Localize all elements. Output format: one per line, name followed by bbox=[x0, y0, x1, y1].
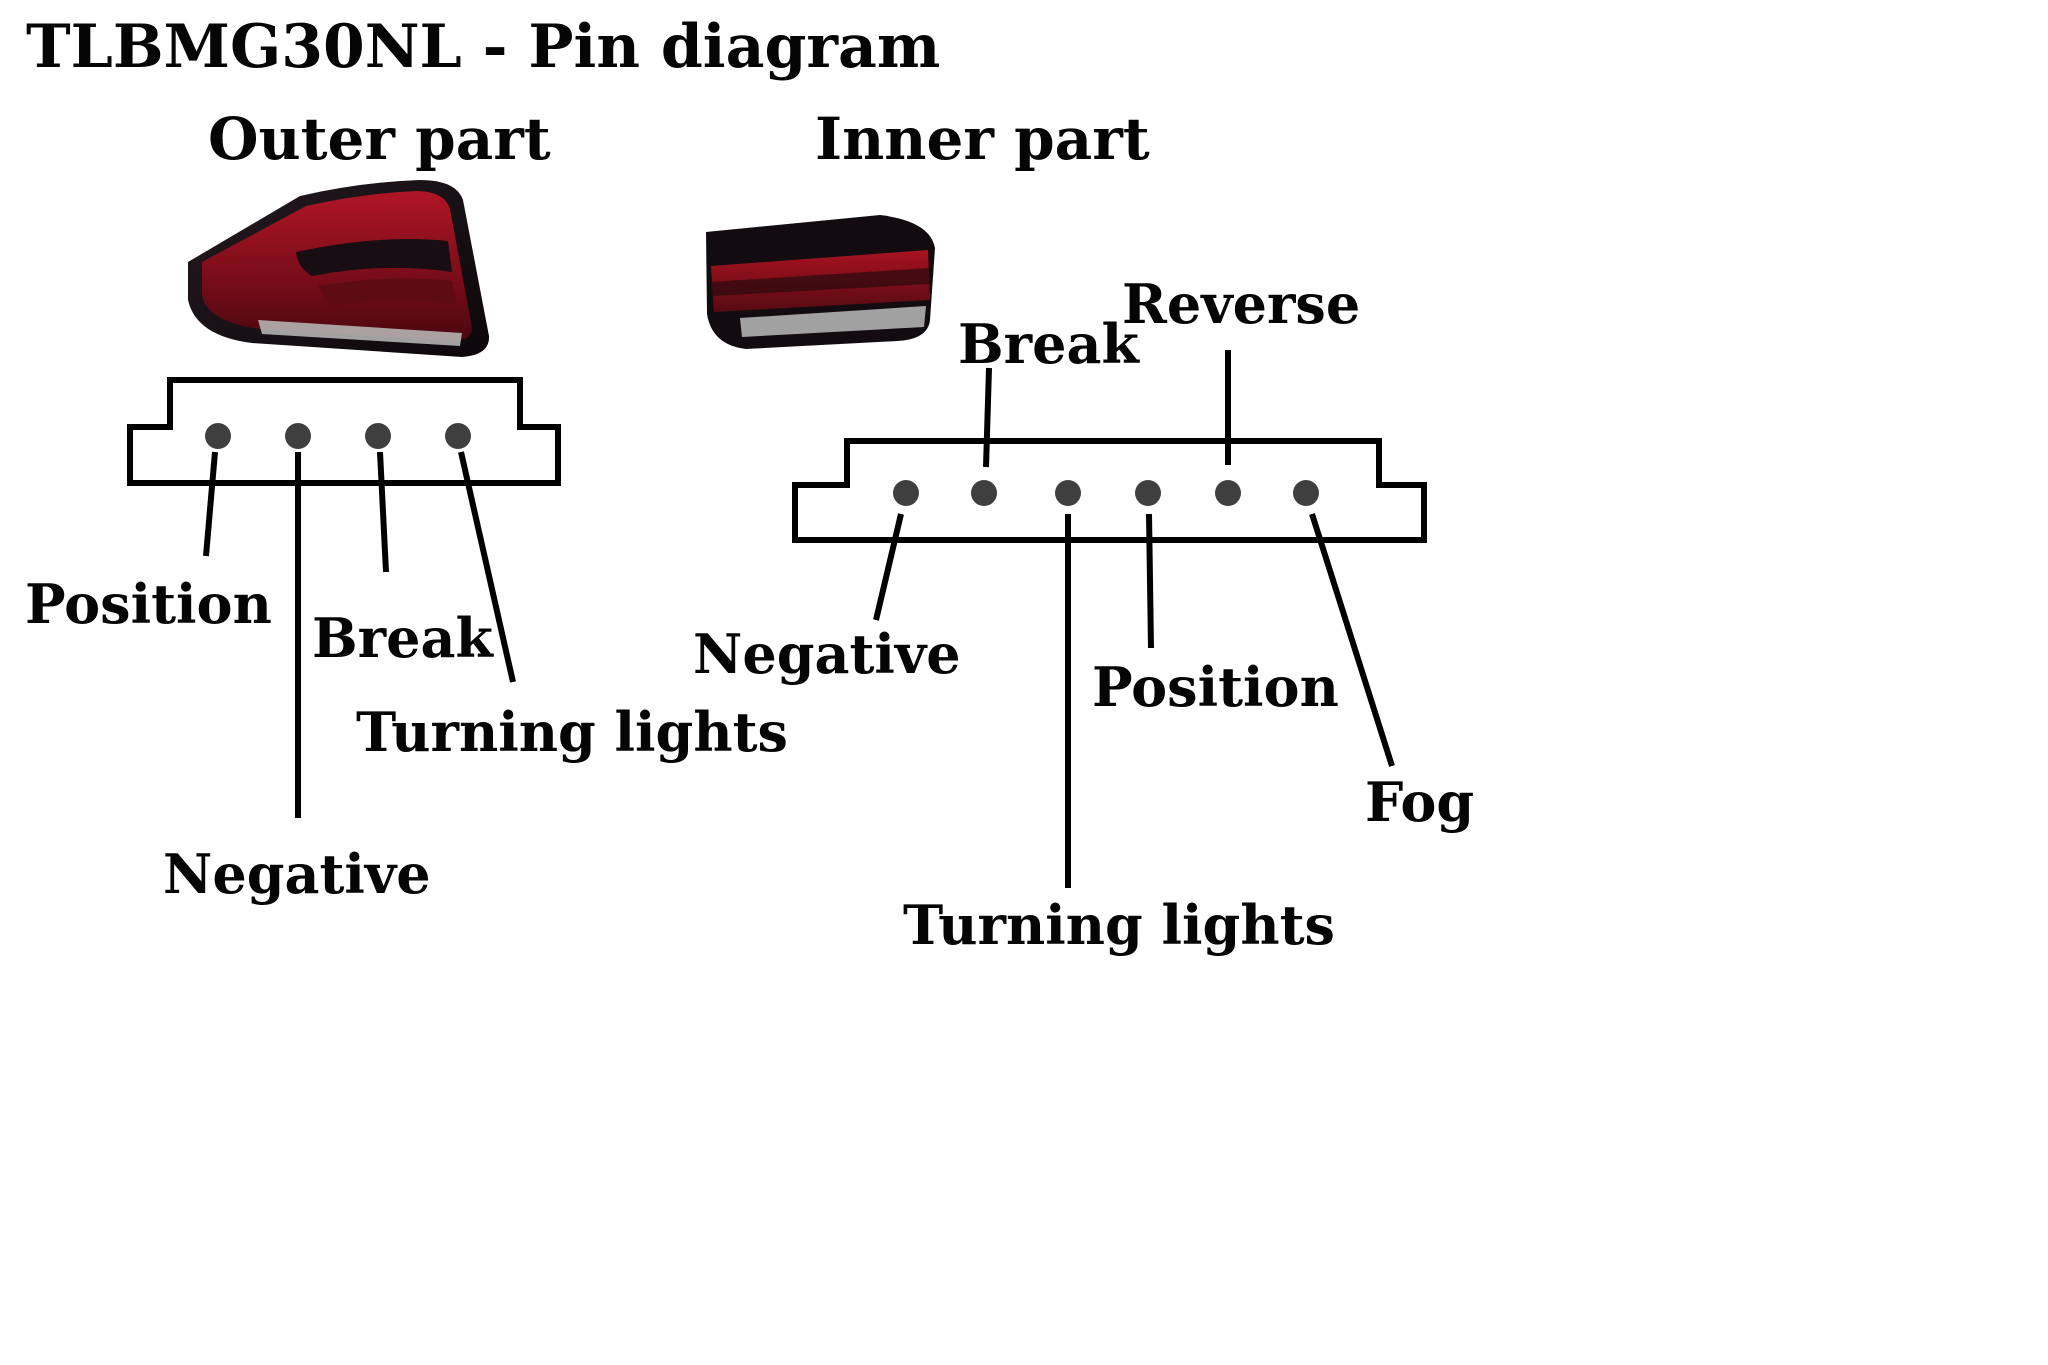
outer-lamp-inner-red bbox=[318, 278, 456, 306]
inner-lamp-gray-strip bbox=[740, 306, 926, 337]
outer-label-position: Position bbox=[25, 572, 272, 636]
outer-label-negative: Negative bbox=[163, 842, 431, 906]
inner-pin-6-leader-line bbox=[1309, 513, 1395, 767]
page-title: TLBMG30NL - Pin diagram bbox=[26, 12, 941, 82]
outer-pin-3-leader-line bbox=[377, 451, 389, 573]
inner-pin-2 bbox=[971, 480, 997, 506]
outer-pin-3 bbox=[365, 423, 391, 449]
outer-pin-2 bbox=[285, 423, 311, 449]
outer-pin-4 bbox=[445, 423, 471, 449]
outer-label-turning-lights: Turning lights bbox=[356, 700, 788, 764]
inner-pin-6 bbox=[1293, 480, 1319, 506]
inner-label-fog: Fog bbox=[1365, 770, 1475, 834]
outer-label-break: Break bbox=[312, 606, 493, 670]
inner-pin-4 bbox=[1135, 480, 1161, 506]
inner-pin-3 bbox=[1055, 480, 1081, 506]
inner-pin-5 bbox=[1215, 480, 1241, 506]
inner-pin-4-leader-line bbox=[1146, 513, 1154, 649]
inner-lamp-dark-stripe bbox=[711, 268, 930, 296]
outer-lamp-dark-band bbox=[296, 239, 452, 276]
outer-tail-light-image bbox=[188, 180, 490, 357]
outer-part-heading: Outer part bbox=[208, 105, 551, 173]
inner-connector-outline bbox=[792, 438, 1427, 543]
outer-connector-outline bbox=[127, 377, 561, 486]
inner-tail-light-image bbox=[706, 215, 935, 349]
inner-label-reverse: Reverse bbox=[1122, 272, 1361, 336]
inner-pin-1-leader-line bbox=[873, 513, 904, 621]
inner-label-negative: Negative bbox=[693, 622, 961, 686]
outer-pin-1 bbox=[205, 423, 231, 449]
inner-pin-1 bbox=[893, 480, 919, 506]
inner-label-position: Position bbox=[1092, 655, 1339, 719]
outer-lamp-gray-strip bbox=[258, 320, 462, 346]
inner-pin-2-leader-line bbox=[983, 367, 992, 468]
inner-part-heading: Inner part bbox=[815, 105, 1150, 173]
inner-label-break: Break bbox=[958, 312, 1139, 376]
outer-pin-4-leader-line bbox=[458, 451, 516, 683]
outer-pin-1-leader-line bbox=[203, 451, 218, 557]
inner-label-turning-lights: Turning lights bbox=[903, 893, 1335, 957]
